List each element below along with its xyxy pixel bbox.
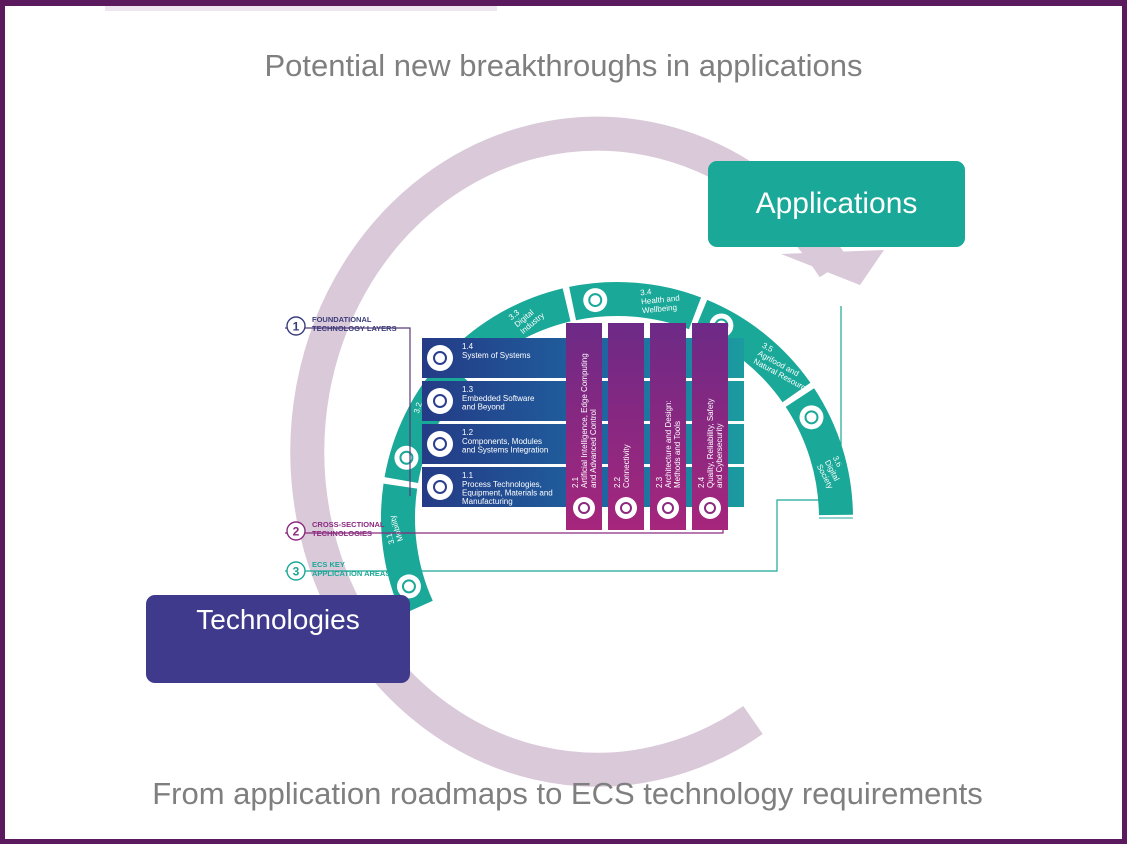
- section-title: FOUNDATIONAL: [312, 315, 372, 324]
- applications-callout: Applications: [708, 161, 965, 247]
- layer-label: Manufacturing: [462, 497, 513, 506]
- section-number: 1: [293, 320, 300, 334]
- section-title: ECS KEY: [312, 560, 345, 569]
- cross-sectional-id: 2.1: [571, 476, 580, 488]
- lightning-icon: [394, 445, 419, 470]
- section-title-2: APPLICATION AREAS: [312, 569, 390, 578]
- section-title: CROSS-SECTIONAL: [312, 520, 385, 529]
- cross-sectional-label-2: Methods and Tools: [673, 421, 682, 488]
- section-number: 3: [293, 565, 300, 579]
- steering-wheel-icon: [396, 574, 421, 599]
- layer-label: and Beyond: [462, 403, 505, 412]
- cycle-arrowhead: [781, 250, 884, 285]
- section-title-2: TECHNOLOGIES: [312, 529, 372, 538]
- layer-id: 1.3: [462, 385, 474, 394]
- application-label-2: Wellbeing: [642, 303, 678, 315]
- heartbeat-icon: [583, 288, 608, 313]
- layer-label: and Systems Integration: [462, 446, 548, 455]
- bottom-caption: From application roadmaps to ECS technol…: [152, 776, 983, 811]
- cross-sectional-label: Architecture and Design:: [664, 400, 673, 488]
- application-id: 3.1: [384, 532, 396, 546]
- layer-id: 1.1: [462, 471, 474, 480]
- application-id: 3.2: [412, 401, 424, 415]
- layer-label: Embedded Software: [462, 394, 535, 403]
- top-tab-decoration: [105, 6, 497, 11]
- cross-sectional-id: 2.2: [613, 476, 622, 488]
- layer-id: 1.2: [462, 428, 474, 437]
- application-id: 3.4: [640, 287, 653, 297]
- padlock-icon: [699, 497, 721, 519]
- people-icon: [799, 405, 824, 430]
- chip-icon: [427, 474, 453, 500]
- cycle-arrow: [290, 116, 849, 787]
- cross-sectional-label-2: and Cybersecurity: [715, 424, 724, 488]
- technologies-callout: Technologies: [146, 595, 410, 683]
- cross-sectional-id: 2.3: [655, 476, 664, 488]
- layer-id: 1.4: [462, 342, 474, 351]
- layer-label: Equipment, Materials and: [462, 489, 553, 498]
- tools-icon: [657, 497, 679, 519]
- cross-sectional-label-2: and Advanced Control: [589, 409, 598, 488]
- cross-sectional-id: 2.4: [697, 476, 706, 488]
- top-caption: Potential new breakthroughs in applicati…: [264, 48, 863, 83]
- brain-icon: [573, 497, 595, 519]
- layer-label: Components, Modules: [462, 437, 542, 446]
- application-areas-arc: 3.1Mobility3.2Energy3.3DigitalIndustry3.…: [381, 282, 853, 615]
- ecs-roadmap-diagram: 3.1Mobility3.2Energy3.3DigitalIndustry3.…: [285, 116, 884, 787]
- link-icon: [615, 497, 637, 519]
- application-label: Health and: [641, 293, 680, 306]
- section-number: 2: [293, 525, 300, 539]
- section-title-2: TECHNOLOGY LAYERS: [312, 324, 397, 333]
- layer-label: Process Technologies,: [462, 480, 542, 489]
- layer-label: System of Systems: [462, 351, 530, 360]
- network-icon: [427, 345, 453, 371]
- cross-sectional-label: Artificial Intelligence, Edge Computing: [580, 353, 589, 488]
- code-braces-icon: [427, 388, 453, 414]
- cross-sectional-label: Connectivity: [622, 444, 631, 488]
- gears-icon: [427, 431, 453, 457]
- cross-sectional-label: Quality, Reliability, Safety: [706, 398, 715, 488]
